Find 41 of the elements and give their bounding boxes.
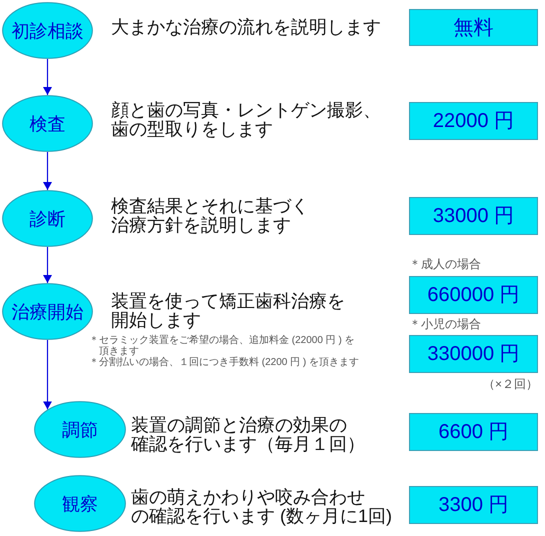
price-box	[409, 413, 538, 451]
step-ellipse	[34, 401, 126, 458]
step-label: 観察	[62, 492, 98, 514]
price-box	[409, 335, 538, 373]
step-description: 歯の萌えかわりや咬み合わせの確認を行います (数ヶ月に1回)	[131, 488, 392, 526]
step-ellipse	[2, 190, 93, 247]
price-text: 660000 円	[427, 283, 520, 307]
step-label: 検査	[30, 112, 66, 134]
step-description: 検査結果とそれに基づく治療方針を説明します	[111, 197, 309, 235]
step-ellipse	[2, 283, 93, 340]
arrow	[43, 152, 52, 190]
price-text: 無料	[454, 16, 494, 40]
step-ellipse	[34, 475, 126, 532]
arrow	[43, 247, 52, 283]
footnote: ＊分割払いの場合、１回につき手数料 (2200 円 ) を頂きます	[89, 357, 360, 368]
step-ellipse	[2, 95, 93, 152]
price-text: 33000 円	[432, 204, 514, 228]
price-text: 3300 円	[438, 493, 509, 517]
arrow	[43, 59, 52, 95]
price-box	[409, 276, 538, 314]
price-text: 6600 円	[438, 420, 509, 444]
step-description: 大まかな治療の流れを説明します	[111, 18, 381, 37]
price-box	[409, 197, 538, 235]
price-text: 22000 円	[432, 109, 514, 133]
step-description: 装置の調節と治療の効果の確認を行います（毎月１回）	[131, 416, 365, 454]
step-description: 装置を使って矯正歯科治療を開始します	[111, 292, 345, 330]
price-box	[409, 9, 538, 46]
step-description: 顔と歯の写真・レントゲン撮影、歯の型取りをします	[111, 101, 381, 139]
step-label: 治療開始	[12, 300, 84, 322]
arrow	[43, 340, 52, 410]
price-text: 330000 円	[427, 342, 520, 366]
step-label: 診断	[30, 208, 66, 230]
step-ellipse	[2, 2, 93, 59]
price-note: ＊成人の場合	[409, 257, 481, 271]
step-label: 初診相談	[12, 20, 84, 42]
price-note: ＊小児の場合	[409, 317, 481, 331]
footnote: ＊セラミック装置をご希望の場合、追加料金 (22000 円 ) を頂きます	[89, 335, 355, 357]
step-label: 調節	[62, 418, 98, 440]
price-box	[409, 486, 538, 524]
price-note: （×２回）	[482, 377, 538, 391]
price-box	[409, 102, 538, 140]
